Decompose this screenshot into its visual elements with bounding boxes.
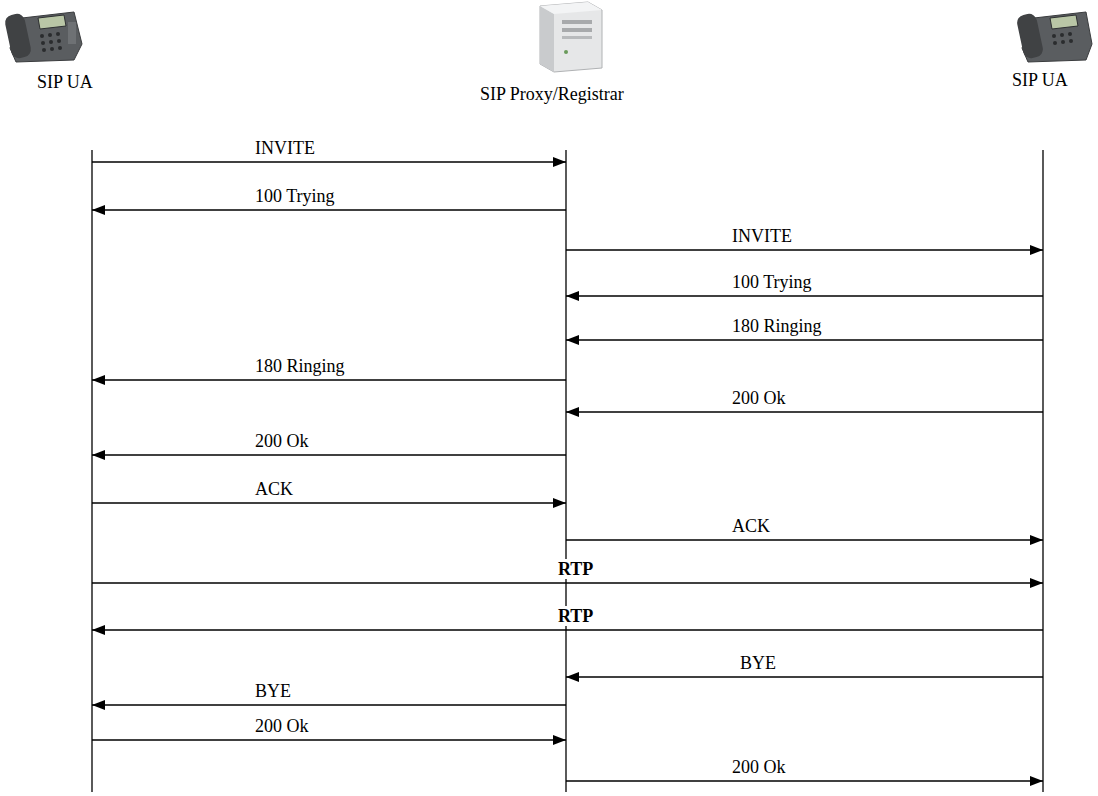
message-arrow — [92, 161, 566, 162]
message-label: INVITE — [730, 226, 794, 246]
message-arrow — [566, 539, 1043, 540]
message-label: ACK — [730, 516, 772, 536]
participant: SIP Proxy/Registrar — [478, 84, 626, 105]
phone-icon — [1016, 12, 1092, 62]
message-arrow — [92, 629, 1043, 630]
message-label: 200 Ok — [730, 388, 788, 408]
message-arrow — [92, 454, 566, 455]
participant-name: SIP UA — [1012, 70, 1068, 91]
message-label: 180 Ringing — [253, 356, 347, 376]
message-label: 200 Ok — [253, 716, 311, 736]
message-label: 100 Trying — [730, 272, 814, 292]
message-label: 200 Ok — [730, 757, 788, 777]
participant-name: SIP Proxy/Registrar — [480, 84, 624, 105]
participant: SIP UA — [1010, 70, 1070, 91]
participant-name: SIP UA — [37, 72, 93, 93]
message-arrow — [92, 502, 566, 503]
message-label: BYE — [738, 653, 778, 673]
message-label: 200 Ok — [253, 431, 311, 451]
message-arrow — [92, 739, 566, 740]
message-arrow — [566, 295, 1043, 296]
message-label: RTP — [556, 559, 595, 579]
message-label: 180 Ringing — [730, 316, 824, 336]
message-arrow — [92, 209, 566, 210]
message-arrow — [566, 339, 1043, 340]
message-label: INVITE — [253, 138, 317, 158]
message-label: ACK — [253, 479, 295, 499]
participant: SIP UA — [35, 72, 95, 93]
message-arrow — [566, 676, 1043, 677]
server-icon — [540, 2, 602, 72]
lifeline — [565, 150, 566, 792]
message-label: BYE — [253, 681, 293, 701]
message-arrow — [566, 411, 1043, 412]
lifeline — [1042, 150, 1043, 792]
message-label: 100 Trying — [253, 186, 337, 206]
message-arrow — [566, 249, 1043, 250]
phone-icon — [4, 12, 82, 62]
message-arrow — [92, 582, 1043, 583]
message-label: RTP — [556, 606, 595, 626]
message-arrow — [566, 780, 1043, 781]
message-arrow — [92, 704, 566, 705]
lifeline — [91, 150, 92, 792]
message-arrow — [92, 379, 566, 380]
